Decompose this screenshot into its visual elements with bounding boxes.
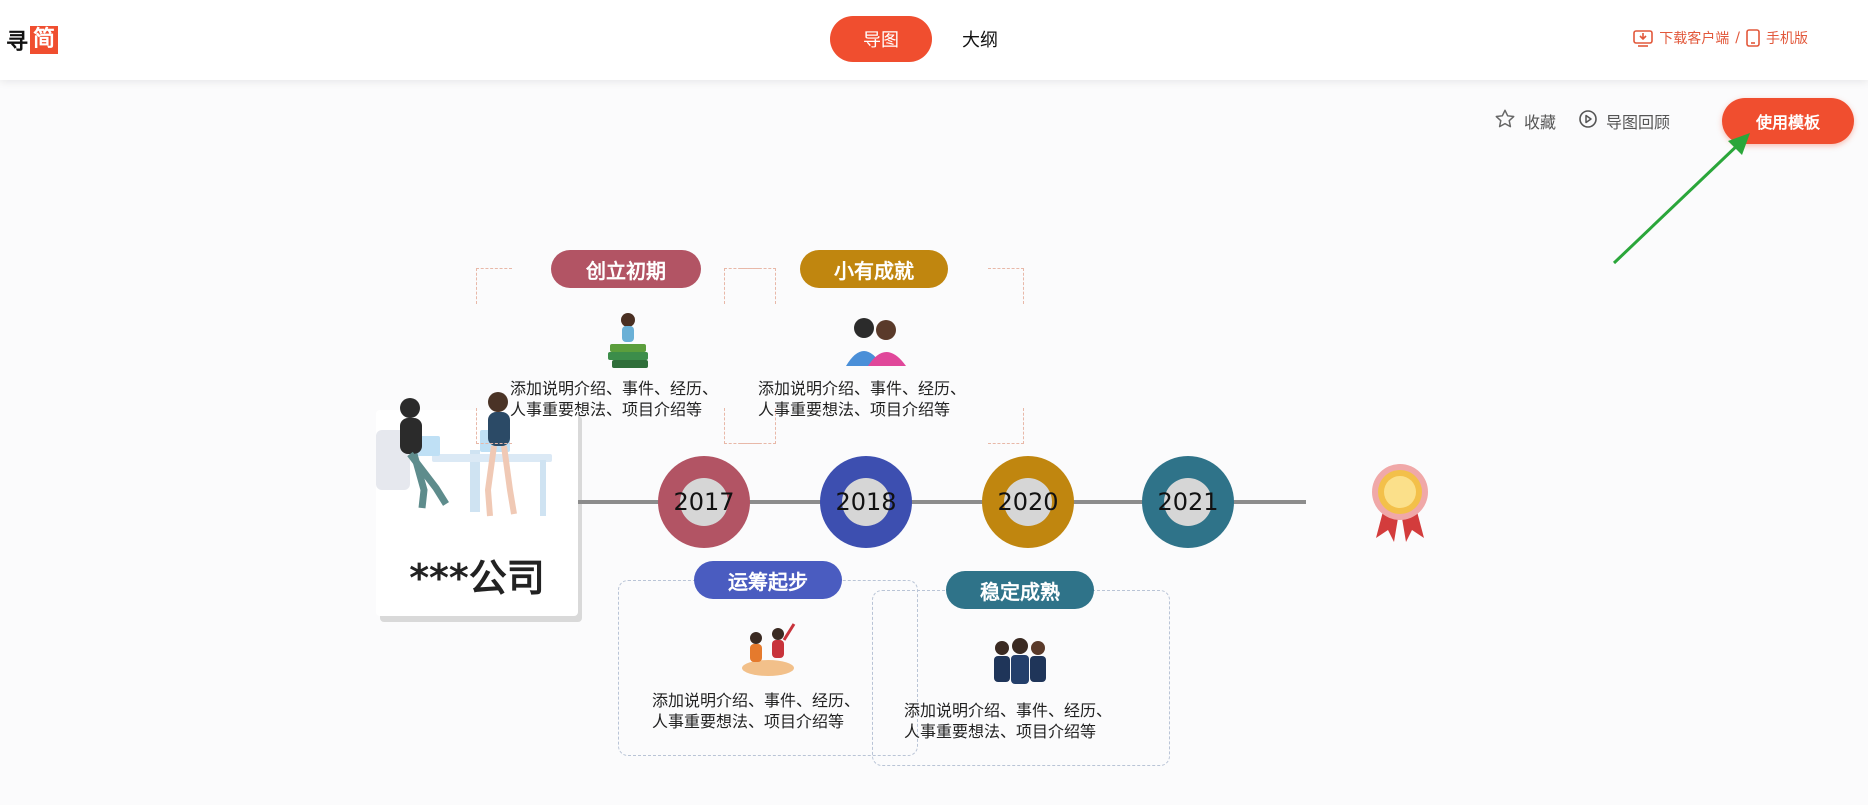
download-icon[interactable] bbox=[1633, 29, 1654, 47]
stage-title-3[interactable]: 运筹起步 bbox=[694, 561, 842, 599]
year-label: 2020 bbox=[997, 478, 1059, 526]
tab-outline[interactable]: 大纲 bbox=[962, 30, 998, 51]
mobile-version-link[interactable]: 手机版 bbox=[1766, 31, 1808, 47]
link-separator: / bbox=[1735, 30, 1740, 46]
year-label: 2021 bbox=[1157, 478, 1219, 526]
company-name: ***公司 bbox=[409, 556, 545, 600]
stage-desc-2a: 添加说明介绍、事件、经历、 bbox=[758, 379, 967, 398]
tab-mindmap[interactable]: 导图 bbox=[830, 16, 932, 62]
stage-desc-1b: 人事重要想法、项目介绍等 bbox=[510, 400, 703, 419]
stage-desc-1a: 添加说明介绍、事件、经历、 bbox=[510, 379, 719, 398]
stage-frame-2 bbox=[724, 268, 1024, 444]
year-node-2017[interactable]: 2017 bbox=[658, 456, 750, 548]
download-client-link[interactable]: 下载客户端 bbox=[1659, 31, 1730, 47]
office-people-illustration bbox=[376, 392, 552, 517]
logo-text-1: 寻 bbox=[6, 30, 29, 55]
stage-desc-3b: 人事重要想法、项目介绍等 bbox=[652, 712, 845, 731]
stage-title-4[interactable]: 稳定成熟 bbox=[946, 571, 1094, 609]
stage-title-1[interactable]: 创立初期 bbox=[551, 250, 701, 288]
year-label: 2018 bbox=[835, 478, 897, 526]
top-links: 下载客户端 / 手机版 bbox=[1633, 28, 1808, 48]
year-node-2018[interactable]: 2018 bbox=[820, 456, 912, 548]
favorite-label: 收藏 bbox=[1523, 113, 1556, 132]
stage-desc-2b: 人事重要想法、项目介绍等 bbox=[758, 400, 951, 419]
logo-text-2: 简 bbox=[30, 26, 59, 54]
team-icon bbox=[994, 638, 1046, 684]
medal-icon bbox=[1372, 464, 1428, 542]
top-bar: 寻 简 导图 大纲 下载客户端 / 手机版 bbox=[0, 0, 1868, 80]
timeline-line bbox=[578, 500, 1306, 504]
year-label: 2017 bbox=[673, 478, 735, 526]
annotation-arrow bbox=[1612, 133, 1750, 265]
year-node-2020[interactable]: 2020 bbox=[982, 456, 1074, 548]
favorite-button[interactable]: 收藏 bbox=[1494, 108, 1556, 134]
stage-title-2[interactable]: 小有成就 bbox=[800, 250, 948, 288]
stage-desc-4b: 人事重要想法、项目介绍等 bbox=[904, 722, 1097, 741]
company-card[interactable]: ***公司 bbox=[376, 392, 578, 616]
celebrating-people-icon bbox=[742, 623, 796, 676]
stage-desc-4a: 添加说明介绍、事件、经历、 bbox=[904, 701, 1113, 720]
star-icon bbox=[1494, 108, 1516, 134]
girl-on-books-icon bbox=[608, 313, 648, 368]
mobile-icon[interactable] bbox=[1746, 29, 1760, 47]
replay-button[interactable]: 导图回顾 bbox=[1578, 109, 1670, 133]
couple-icon bbox=[846, 318, 906, 366]
play-circle-icon bbox=[1578, 109, 1598, 133]
replay-label: 导图回顾 bbox=[1605, 113, 1670, 132]
logo[interactable]: 寻 简 bbox=[6, 24, 59, 56]
year-node-2021[interactable]: 2021 bbox=[1142, 456, 1234, 548]
stage-desc-3a: 添加说明介绍、事件、经历、 bbox=[652, 691, 861, 710]
